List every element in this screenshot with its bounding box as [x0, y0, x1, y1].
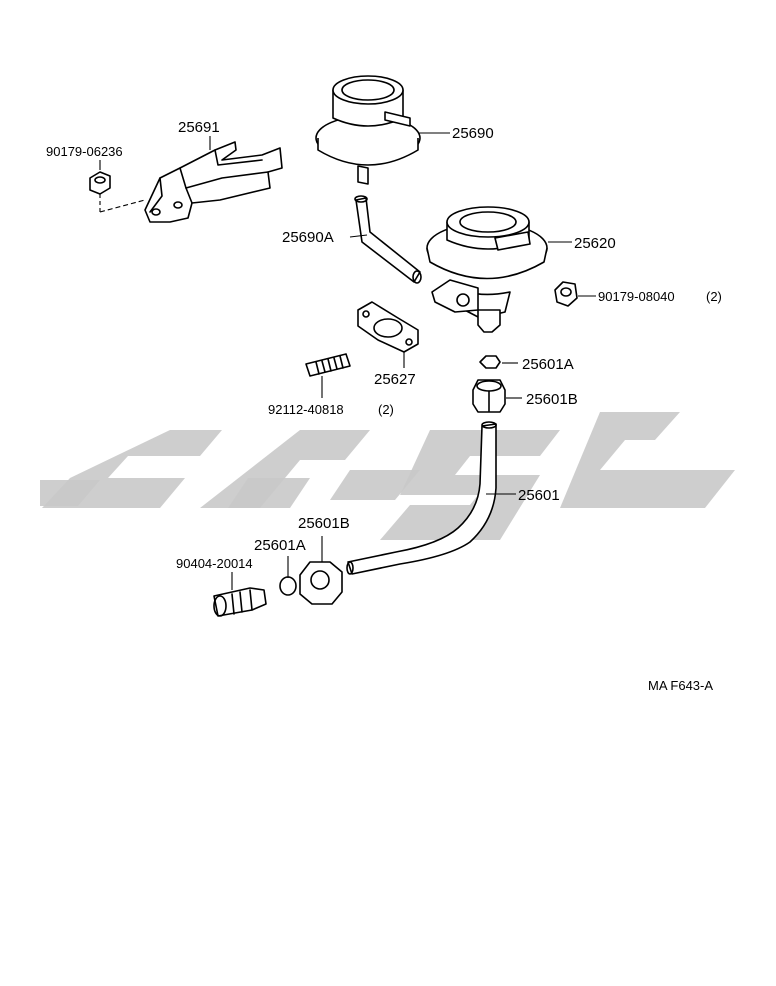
label-25627: 25627: [374, 371, 416, 388]
label-92112-40818: 92112-40818: [268, 402, 344, 417]
egr-pipe-25601: [346, 421, 516, 575]
label-25601A-lower: 25601A: [254, 537, 306, 554]
label-90179-08040: 90179-08040: [598, 289, 675, 304]
nut-90179-06236: [89, 160, 146, 213]
label-25620: 25620: [574, 235, 616, 252]
hose-25690A: [349, 195, 422, 284]
watermark-logo: [40, 412, 735, 540]
gasket-25627: [357, 301, 419, 368]
bracket-25691: [144, 136, 283, 223]
label-90179-06236: 90179-06236: [46, 144, 123, 159]
label-90404-20014: 90404-20014: [176, 556, 253, 571]
label-25690A: 25690A: [282, 229, 334, 246]
union-nut-25601B-upper: [472, 379, 522, 413]
label-25601B-upper: 25601B: [526, 391, 578, 408]
label-92112-40818-qty: (2): [378, 402, 394, 417]
label-25601A-upper: 25601A: [522, 356, 574, 373]
union-nut-25601B-lower: [299, 536, 343, 605]
stud-bolt-92112-40818: [305, 353, 351, 398]
egr-valve-25620: [426, 206, 572, 333]
label-25690: 25690: [452, 125, 494, 142]
diagram-code: MA F643-A: [648, 678, 713, 693]
ferrule-25601A-upper: [479, 355, 518, 369]
label-25691: 25691: [178, 119, 220, 136]
label-25601B-lower: 25601B: [298, 515, 350, 532]
ferrule-25601A-lower: [279, 556, 297, 596]
label-25601: 25601: [518, 487, 560, 504]
nut-90179-08040: [554, 281, 596, 307]
vacuum-modulator-25690: [315, 75, 450, 185]
union-fitting-90404-20014: [213, 572, 267, 617]
label-90179-08040-qty: (2): [706, 289, 722, 304]
